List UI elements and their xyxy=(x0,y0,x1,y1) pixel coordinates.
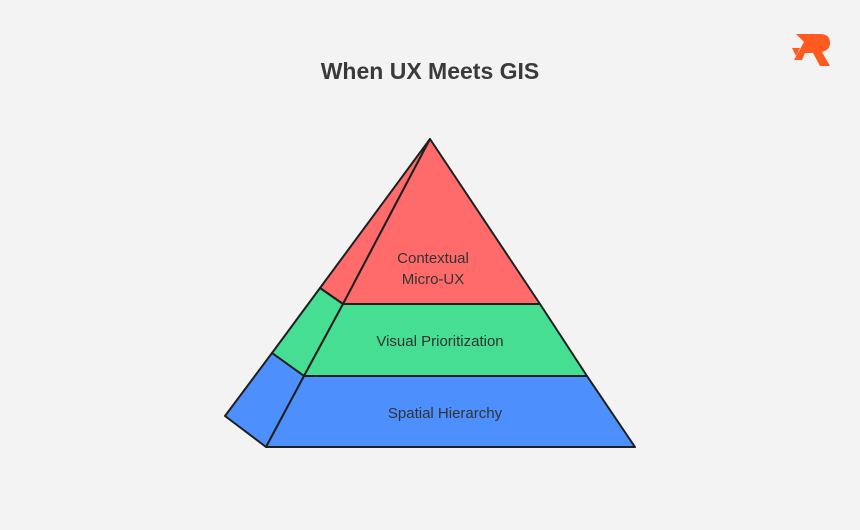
brand-logo-icon xyxy=(792,34,830,66)
top-layer-label-line-1: Contextual xyxy=(397,250,469,267)
diagram-title: When UX Meets GIS xyxy=(320,58,540,84)
top-layer-label-line-2: Micro-UX xyxy=(402,271,465,288)
middle-layer-label: Visual Prioritization xyxy=(376,333,503,350)
base-layer-label: Spatial Hierarchy xyxy=(388,405,503,422)
base-layer-front-face xyxy=(265,375,636,448)
